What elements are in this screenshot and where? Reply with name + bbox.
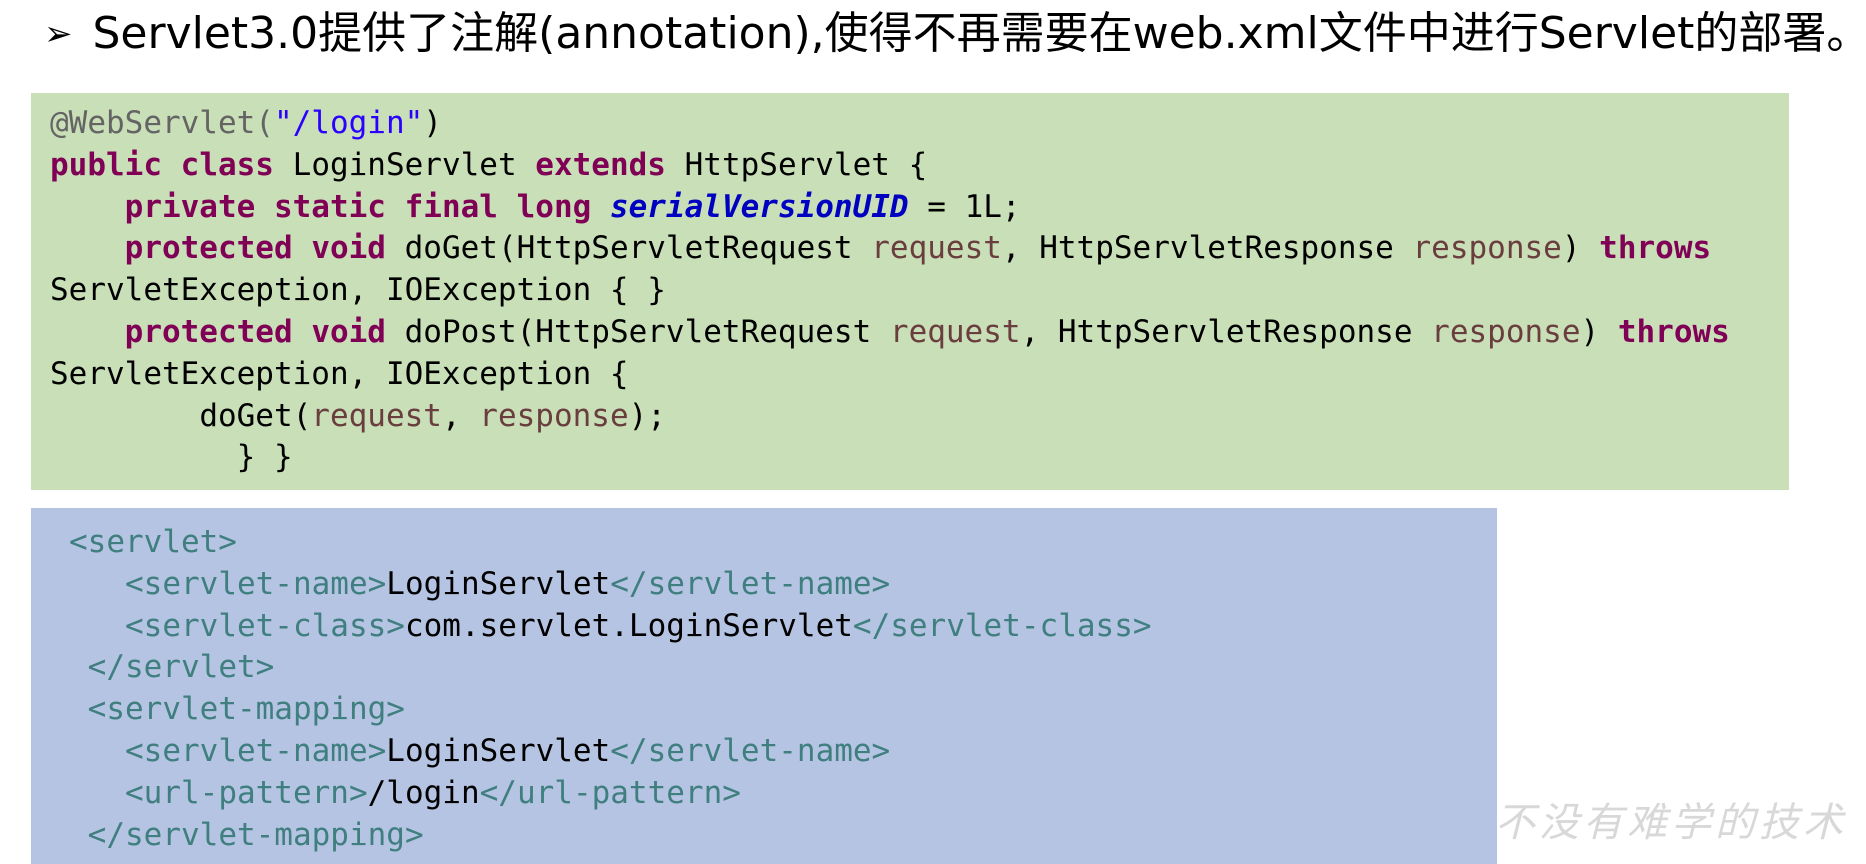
xml-tag: </servlet-name> [610,565,891,602]
watermark: 不没有难学的技术 [1495,800,1847,846]
xml-code-block: <servlet> <servlet-name>LoginServlet</se… [31,508,1497,864]
java-code-block: @WebServlet("/login") public class Login… [31,93,1789,490]
xml-tag: <servlet> [69,524,237,560]
keyword: long [516,188,592,225]
keyword: throws [1617,313,1730,350]
xml-value: com.servlet.LoginServlet [404,607,853,644]
keyword: protected [124,313,293,350]
xml-tag: <servlet-name> [125,565,387,602]
keyword: private [124,188,256,225]
annotation: @WebServlet( [50,105,274,141]
exceptions-clause: ServletException, IOException { [50,355,629,392]
xml-tag: <servlet-name> [125,732,387,769]
keyword: void [311,230,386,267]
class-name: LoginServlet [292,146,517,183]
comma: , [441,397,461,434]
xml-tag: </servlet-name> [610,732,891,769]
xml-tag: </servlet-class> [852,607,1152,644]
super-class: HttpServlet { [684,146,928,183]
xml-tag: <url-pattern> [125,774,368,811]
xml-tag: <servlet-mapping> [87,691,405,728]
xml-tag: <servlet-class> [125,607,405,644]
xml-tag: </servlet> [87,649,275,686]
paren-close: ) [1561,230,1581,267]
parameter: request [889,313,1021,350]
heading-line: ➢ Servlet3.0提供了注解(annotation),使得不再需要在web… [44,6,1866,62]
field-name: serialVersionUID [609,188,909,225]
parameter: response [1431,313,1581,350]
xml-value: /login [367,774,480,811]
parameter: request [311,397,442,434]
keyword: static [273,188,386,225]
heading-text: Servlet3.0提供了注解(annotation),使得不再需要在web.x… [92,8,1866,59]
bullet-arrow-icon: ➢ [44,14,73,54]
method-signature: doGet(HttpServletRequest [404,230,853,267]
annotation-close: ) [423,105,442,141]
keyword: throws [1599,230,1712,267]
method-signature: doPost(HttpServletRequest [404,313,872,350]
field-value: = 1L; [927,188,1021,225]
keyword: void [311,313,386,350]
parameter: request [871,230,1002,267]
paren-close: ) [1580,313,1600,350]
exceptions-clause: ServletException, IOException { } [50,272,666,309]
keyword: class [180,146,274,183]
keyword: public [50,146,162,183]
keyword: final [404,188,498,225]
xml-tag: </url-pattern> [479,774,741,811]
url-string: "/login" [273,105,424,141]
keyword: extends [535,146,666,183]
xml-value: LoginServlet [386,732,611,769]
param-type: , HttpServletResponse [1020,313,1413,350]
keyword: protected [124,230,293,267]
param-type: , HttpServletResponse [1001,230,1394,267]
parameter: response [479,397,629,434]
call-close: ); [628,397,666,434]
parameter: response [1412,230,1562,267]
xml-value: LoginServlet [386,565,611,602]
method-call: doGet( [199,397,312,434]
xml-tag: </servlet-mapping> [87,816,424,853]
closing-braces: } } [236,439,293,476]
